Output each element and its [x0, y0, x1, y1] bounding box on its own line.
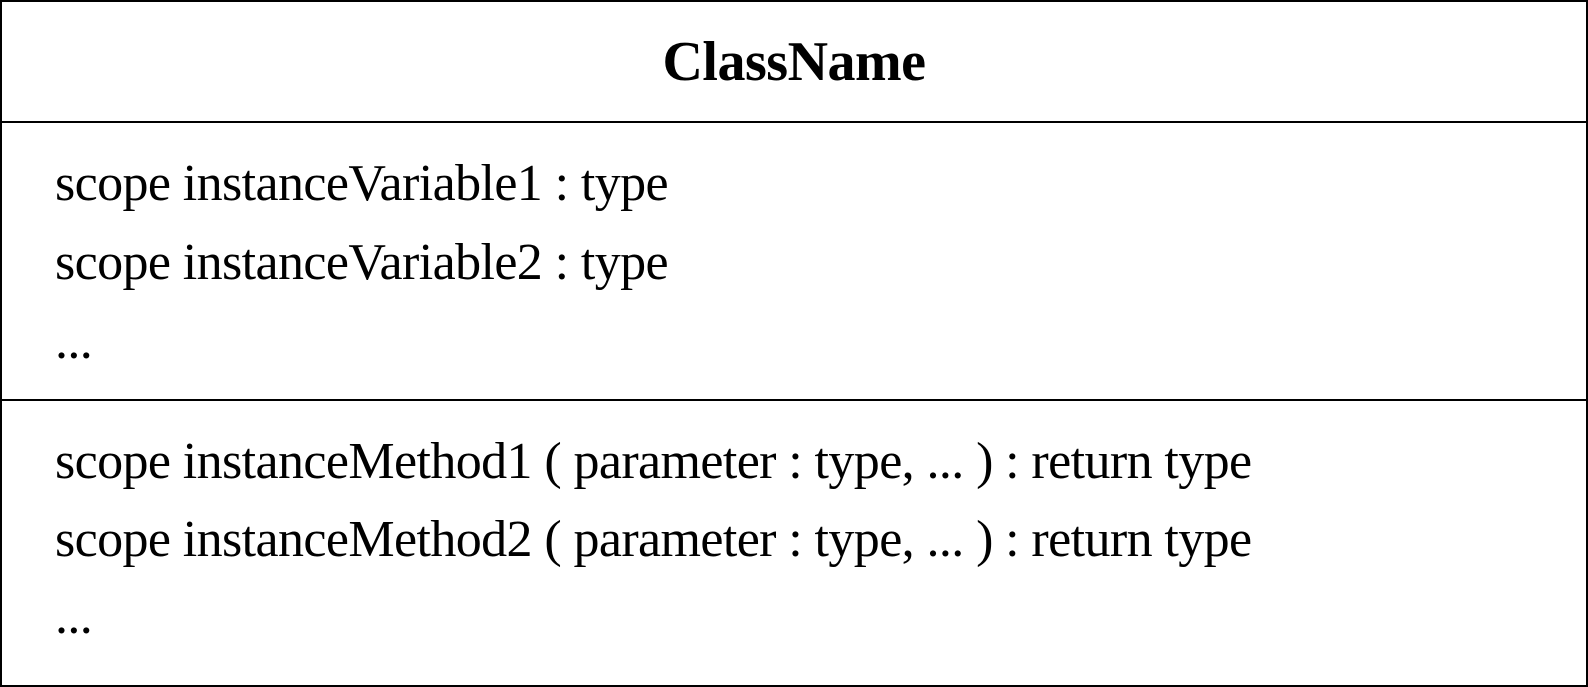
- attribute-line: scope instanceVariable1 : type: [55, 155, 669, 212]
- methods-section: scope instanceMethod1 ( parameter : type…: [2, 401, 1586, 685]
- method-line: scope instanceMethod2 ( parameter : type…: [55, 511, 1252, 568]
- method-line: scope instanceMethod1 ( parameter : type…: [55, 433, 1252, 490]
- attribute-ellipsis: ...: [55, 313, 93, 370]
- attributes-section: scope instanceVariable1 : type scope ins…: [2, 123, 1586, 401]
- attribute-line: scope instanceVariable2 : type: [55, 234, 669, 291]
- class-name: ClassName: [662, 30, 926, 93]
- class-name-section: ClassName: [2, 2, 1586, 123]
- method-ellipsis: ...: [55, 588, 93, 645]
